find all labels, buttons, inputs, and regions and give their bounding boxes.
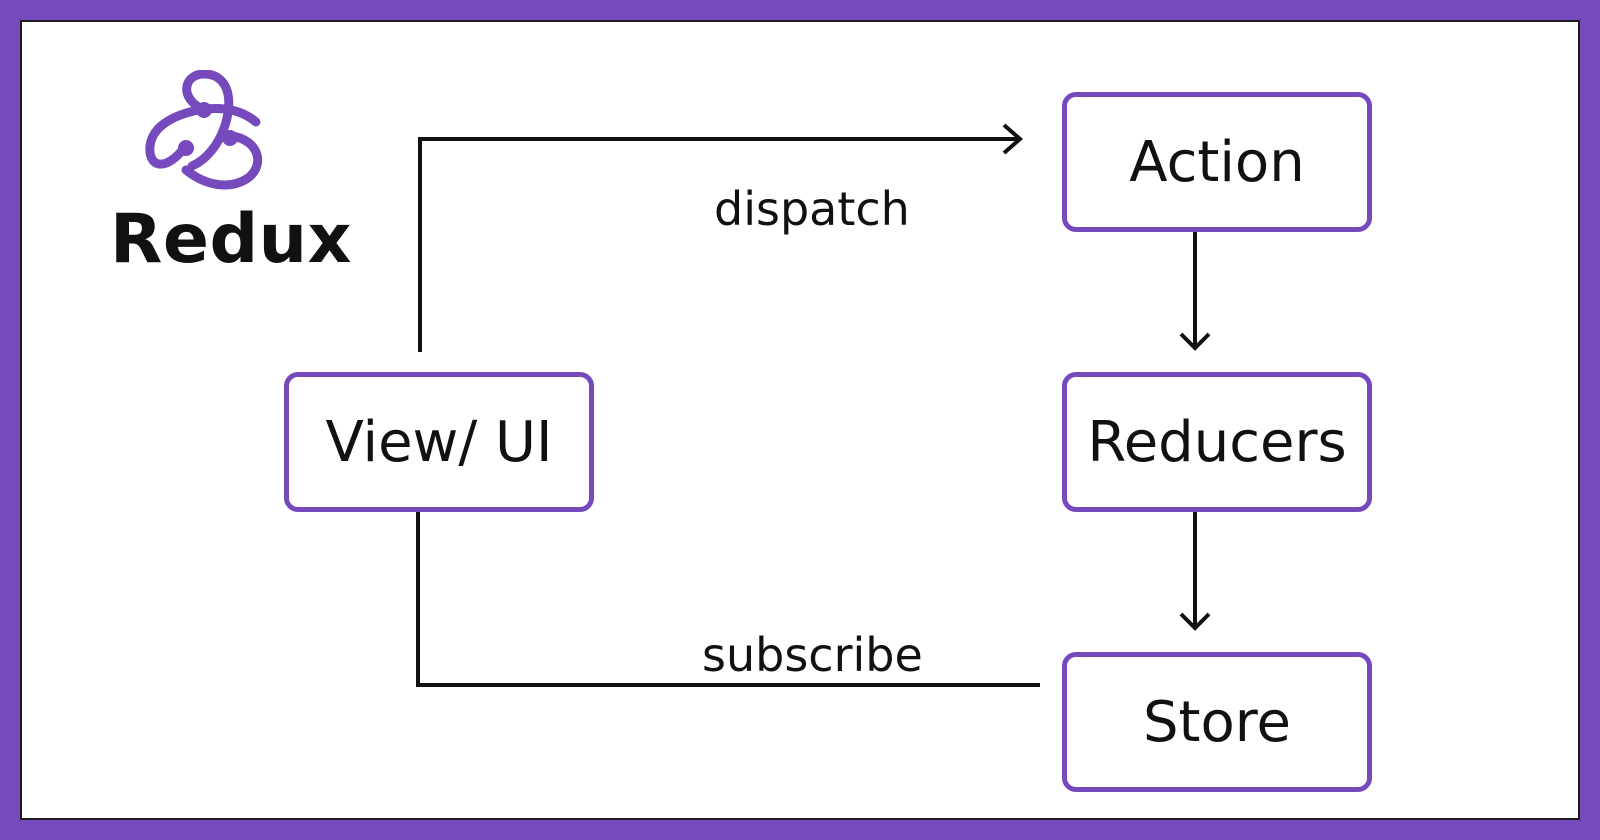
view-ui-node-label: View/ UI (325, 409, 553, 475)
reducers-node: Reducers (1062, 372, 1372, 512)
reducers-node-label: Reducers (1087, 409, 1347, 475)
store-node-label: Store (1142, 689, 1291, 755)
store-node: Store (1062, 652, 1372, 792)
action-node: Action (1062, 92, 1372, 232)
brand-name: Redux (110, 200, 352, 279)
diagram-canvas: Redux Action View/ UI Reducers Store dis… (20, 20, 1580, 820)
dispatch-arrow (418, 137, 1018, 352)
subscribe-arrow (416, 494, 1040, 687)
view-ui-node: View/ UI (284, 372, 594, 512)
subscribe-label: subscribe (702, 628, 923, 682)
dispatch-label: dispatch (714, 182, 910, 236)
reducers-to-store-arrowhead (1179, 612, 1211, 631)
redux-logo-icon (145, 70, 263, 190)
dispatch-arrowhead (1002, 123, 1024, 155)
action-to-reducers-arrowhead (1179, 332, 1211, 351)
arrow-layer (402, 123, 1211, 687)
action-node-label: Action (1129, 129, 1305, 195)
